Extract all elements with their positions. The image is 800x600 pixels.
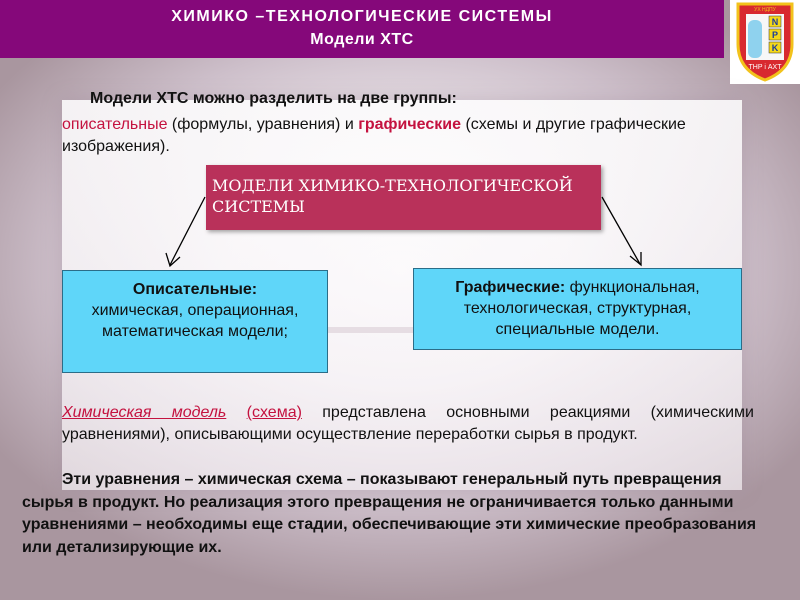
graphic-box-title: Графические:	[455, 279, 566, 296]
descriptive-note: (формулы, уравнения) и	[167, 116, 359, 133]
title-bar: ХИМИКО –ТЕХНОЛОГИЧЕСКИЕ СИСТЕМЫ Модели Х…	[0, 0, 724, 58]
svg-text:N: N	[772, 17, 779, 27]
logo: N P K УХ НДПУ THP і AXT	[730, 0, 800, 84]
graphic-keyword: графические	[358, 116, 461, 133]
models-center-box: МОДЕЛИ ХИМИКО-ТЕХНОЛОГИЧЕСКОЙ СИСТЕМЫ	[206, 165, 601, 230]
svg-text:УХ НДПУ: УХ НДПУ	[754, 7, 776, 13]
conclusion-paragraph: Эти уравнения – химическая схема – показ…	[22, 469, 772, 559]
svg-text:P: P	[772, 30, 778, 40]
descriptive-models-box: Описательные: химическая, операционная, …	[62, 270, 328, 373]
descriptive-box-body: химическая, операционная, математическая…	[91, 302, 299, 340]
conclusion-text: Эти уравнения – химическая схема – показ…	[22, 471, 757, 556]
graphic-models-box: Графические: функциональная, технологиче…	[413, 268, 742, 350]
svg-text:K: K	[772, 43, 779, 53]
chemical-model-text: представлена основными реакциями (химиче…	[62, 404, 754, 443]
intro-lead: Модели ХТС можно разделить на две группы…	[90, 90, 457, 107]
slide-subtitle: Модели ХТС	[310, 31, 414, 48]
shield-logo-icon: N P K УХ НДПУ THP і AXT	[736, 2, 794, 82]
graphic-note: (схемы и другие графические изображения)…	[62, 116, 686, 155]
intro-text: описательные (формулы, уравнения) и граф…	[62, 114, 742, 158]
chemical-model-paragraph: Химическая модель (схема) представлена о…	[62, 402, 754, 446]
svg-text:THP і AXT: THP і AXT	[749, 63, 783, 71]
slide-title: ХИМИКО –ТЕХНОЛОГИЧЕСКИЕ СИСТЕМЫ	[171, 8, 553, 25]
graphic-box-body: функциональная, технологическая, структу…	[463, 279, 700, 338]
chemical-model-paren: (схема)	[246, 404, 302, 421]
chemical-model-term: Химическая модель	[62, 404, 227, 421]
descriptive-box-title: Описательные:	[132, 281, 258, 298]
descriptive-keyword: описательные	[62, 116, 168, 133]
